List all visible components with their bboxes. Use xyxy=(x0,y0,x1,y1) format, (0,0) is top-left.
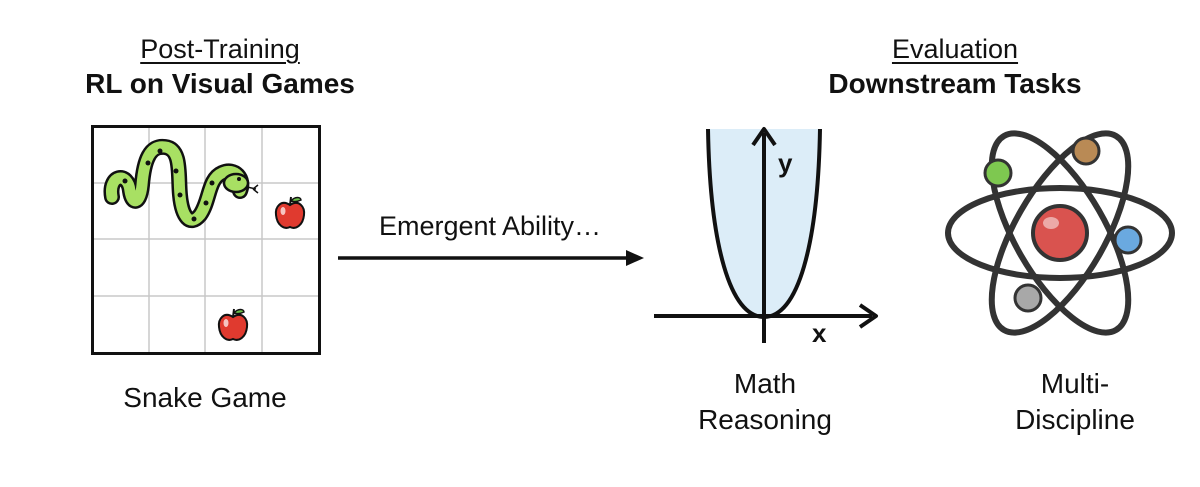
downstream-tasks-subheading: Downstream Tasks xyxy=(828,68,1082,99)
snake-game-caption: Snake Game xyxy=(123,382,287,413)
rl-visual-games-subheading: RL on Visual Games xyxy=(85,68,355,99)
snake-game-board xyxy=(91,125,321,355)
math-caption-line1: Math xyxy=(733,368,797,399)
parabola-plot xyxy=(654,127,878,343)
apple-icon xyxy=(217,308,249,341)
emergent-ability-label: Emergent Ability… xyxy=(378,211,602,241)
multi-discipline-caption-line1: Multi- xyxy=(1040,368,1110,399)
y-axis-label: y xyxy=(778,148,793,178)
multi-discipline-caption-line2: Discipline xyxy=(1015,404,1135,435)
evaluation-heading: Evaluation xyxy=(891,34,1019,64)
post-training-heading: Post-Training xyxy=(140,34,300,64)
atom-icon xyxy=(945,130,1175,336)
apple-icon xyxy=(274,196,306,229)
x-axis-label: x xyxy=(812,318,827,348)
snake-icon xyxy=(103,138,259,228)
emergent-arrow xyxy=(338,250,644,266)
math-caption-line2: Reasoning xyxy=(698,404,832,435)
